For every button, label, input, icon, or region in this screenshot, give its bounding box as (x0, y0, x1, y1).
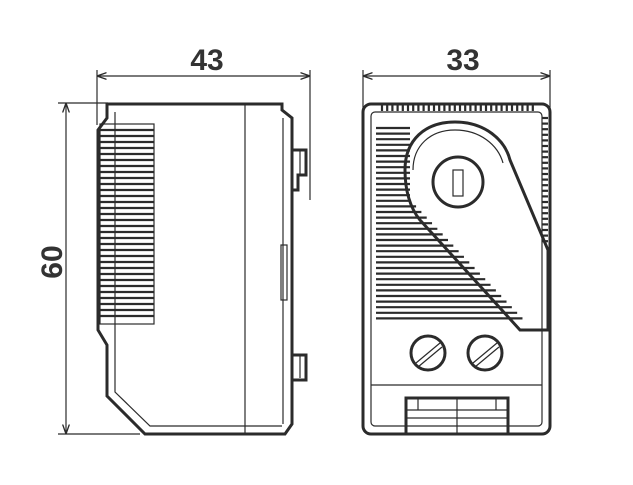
dimension-front-width: 33 (362, 44, 551, 110)
din-clip-bottom (292, 353, 308, 382)
terminal-screw-left (409, 334, 447, 372)
side-view-vent-fins (99, 123, 155, 325)
front-view (361, 102, 552, 436)
dial-knob (431, 155, 485, 209)
dial-panel (403, 120, 550, 332)
din-clip-top (292, 148, 308, 192)
side-fin-frame (99, 123, 155, 325)
dimension-side-width: 43 (96, 44, 311, 200)
dimension-label-height: 60 (36, 245, 69, 278)
front-view-right-fins (542, 116, 548, 243)
terminal-screw-right (466, 334, 504, 372)
dial-slot (452, 169, 464, 197)
dimension-height: 60 (36, 102, 140, 435)
front-view-top-fins (380, 104, 534, 111)
connector-block (404, 396, 510, 436)
dimension-label-front-width: 33 (446, 44, 479, 77)
side-view (96, 102, 308, 436)
side-view-outline (96, 102, 294, 436)
dimension-label-side-width: 43 (190, 44, 223, 77)
front-view-side-fins (376, 126, 523, 320)
